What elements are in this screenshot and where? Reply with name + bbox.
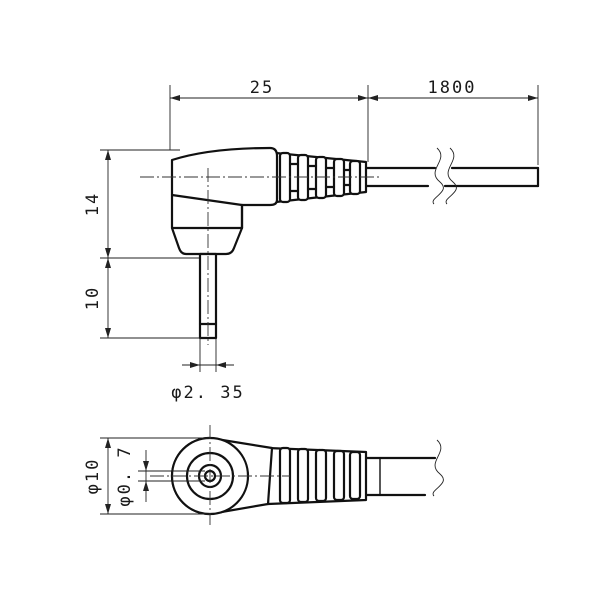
dimension-body-height: 14 <box>83 149 200 259</box>
hole-diameter-label: φ0. 7 <box>115 445 135 506</box>
plug-body-side <box>170 146 279 256</box>
cable-side <box>364 147 540 205</box>
body-diameter-label: φ10 <box>83 458 103 495</box>
end-view: φ10 φ0. 7 <box>83 425 444 525</box>
dimension-pin-length: 10 <box>83 258 210 339</box>
cable-length-label: 1800 <box>428 78 477 98</box>
cable-end <box>364 439 444 497</box>
strain-relief-end <box>266 446 368 506</box>
dimension-pin-diameter: φ2. 35 <box>171 338 244 403</box>
pin-diameter-label: φ2. 35 <box>171 383 244 403</box>
dimension-body-diameter: φ10 <box>83 437 210 515</box>
plug-length-label: 25 <box>250 78 274 98</box>
side-view: 25 1800 14 10 <box>83 78 540 403</box>
strain-relief-side <box>274 151 368 204</box>
dimension-hole-diameter: φ0. 7 <box>115 445 205 507</box>
body-height-label: 14 <box>83 192 103 216</box>
pin-length-label: 10 <box>83 286 103 310</box>
dimension-cable-length: 1800 <box>368 78 539 165</box>
